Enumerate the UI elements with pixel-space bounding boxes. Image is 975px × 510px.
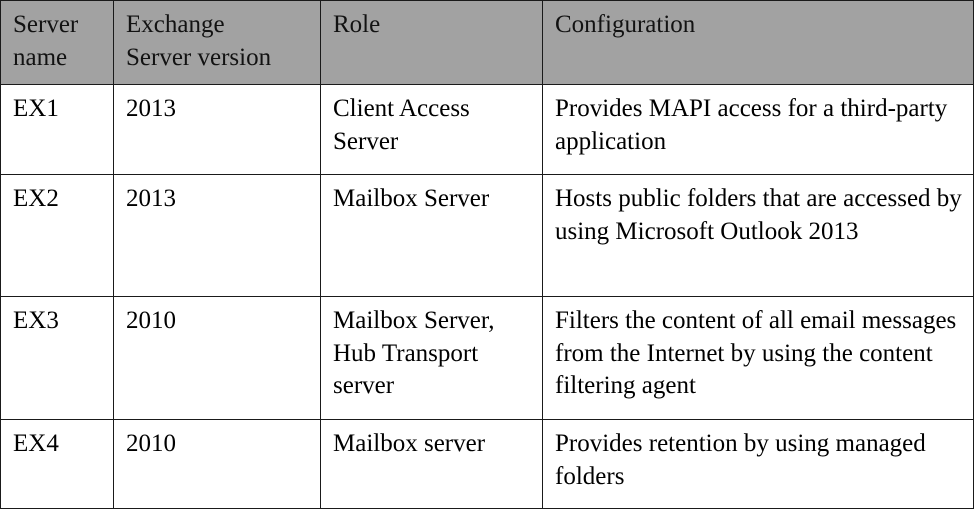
cell-role-text: Mailbox Server, Hub Transport server <box>333 307 495 399</box>
column-header-configuration: Configuration <box>542 0 974 85</box>
cell-role-text: Mailbox server <box>333 430 486 457</box>
column-header-exchange-version-label: Exchange Server version <box>126 11 272 71</box>
column-header-server-name: Server name <box>0 0 114 85</box>
cell-configuration: Hosts public folders that are accessed b… <box>542 174 974 297</box>
column-header-role-label: Role <box>333 11 381 38</box>
cell-configuration-text: Provides retention by using managed fold… <box>555 430 926 490</box>
table-header: Server name Exchange Server version Role… <box>0 0 974 85</box>
cell-exchange-version: 2010 <box>113 419 321 509</box>
cell-configuration: Provides retention by using managed fold… <box>542 419 974 509</box>
table-body: EX1 2013 Client Access Server Provides M… <box>0 84 974 509</box>
column-header-configuration-label: Configuration <box>555 11 696 38</box>
column-header-server-name-label: Server name <box>13 11 79 71</box>
cell-server-name: EX1 <box>0 84 114 175</box>
column-header-role: Role <box>320 0 543 85</box>
table-row: EX2 2013 Mailbox Server Hosts public fol… <box>0 174 974 297</box>
cell-configuration-text: Filters the content of all email message… <box>555 307 957 399</box>
cell-configuration-text: Provides MAPI access for a third-party a… <box>555 95 948 155</box>
cell-server-name-text: EX4 <box>13 430 59 457</box>
cell-role-text: Client Access Server <box>333 95 470 155</box>
column-header-exchange-version: Exchange Server version <box>113 0 321 85</box>
table-row: EX4 2010 Mailbox server Provides retenti… <box>0 419 974 509</box>
table-row: EX3 2010 Mailbox Server, Hub Transport s… <box>0 296 974 420</box>
cell-exchange-version-text: 2013 <box>126 95 176 122</box>
cell-server-name: EX2 <box>0 174 114 297</box>
cell-configuration: Provides MAPI access for a third-party a… <box>542 84 974 175</box>
cell-exchange-version-text: 2013 <box>126 185 176 212</box>
cell-server-name: EX3 <box>0 296 114 420</box>
cell-server-name: EX4 <box>0 419 114 509</box>
cell-server-name-text: EX3 <box>13 307 59 334</box>
cell-server-name-text: EX1 <box>13 95 59 122</box>
cell-role: Mailbox server <box>320 419 543 509</box>
cell-exchange-version-text: 2010 <box>126 430 176 457</box>
cell-role: Mailbox Server, Hub Transport server <box>320 296 543 420</box>
table-header-row: Server name Exchange Server version Role… <box>0 0 974 85</box>
cell-role: Client Access Server <box>320 84 543 175</box>
cell-exchange-version: 2013 <box>113 84 321 175</box>
cell-server-name-text: EX2 <box>13 185 59 212</box>
cell-role: Mailbox Server <box>320 174 543 297</box>
cell-configuration: Filters the content of all email message… <box>542 296 974 420</box>
cell-exchange-version: 2010 <box>113 296 321 420</box>
cell-exchange-version: 2013 <box>113 174 321 297</box>
table-row: EX1 2013 Client Access Server Provides M… <box>0 84 974 175</box>
cell-exchange-version-text: 2010 <box>126 307 176 334</box>
cell-role-text: Mailbox Server <box>333 185 490 212</box>
cell-configuration-text: Hosts public folders that are accessed b… <box>555 185 962 245</box>
